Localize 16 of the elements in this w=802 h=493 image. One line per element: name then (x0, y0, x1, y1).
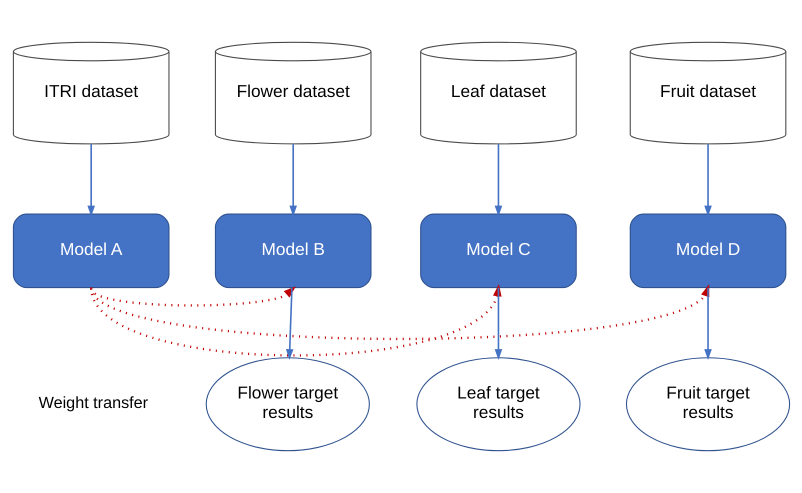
arrow (288, 144, 296, 216)
label: Weight transfer (38, 394, 148, 412)
arrow (704, 144, 712, 216)
node-box: Model B (214, 214, 372, 288)
arrow (285, 288, 294, 360)
node-ellipse: Fruit target results (625, 357, 790, 452)
node-ellipse: Leaf target results (416, 357, 580, 452)
node-box: Model A (12, 214, 169, 288)
arrow (494, 144, 502, 216)
arrow (90, 286, 296, 307)
node-box: Model D (629, 214, 786, 288)
arrow (86, 144, 94, 216)
node-box: Model C (420, 214, 576, 288)
arrow (704, 288, 712, 360)
arrow (494, 288, 502, 360)
node-ellipse: Flower target results (205, 357, 370, 452)
